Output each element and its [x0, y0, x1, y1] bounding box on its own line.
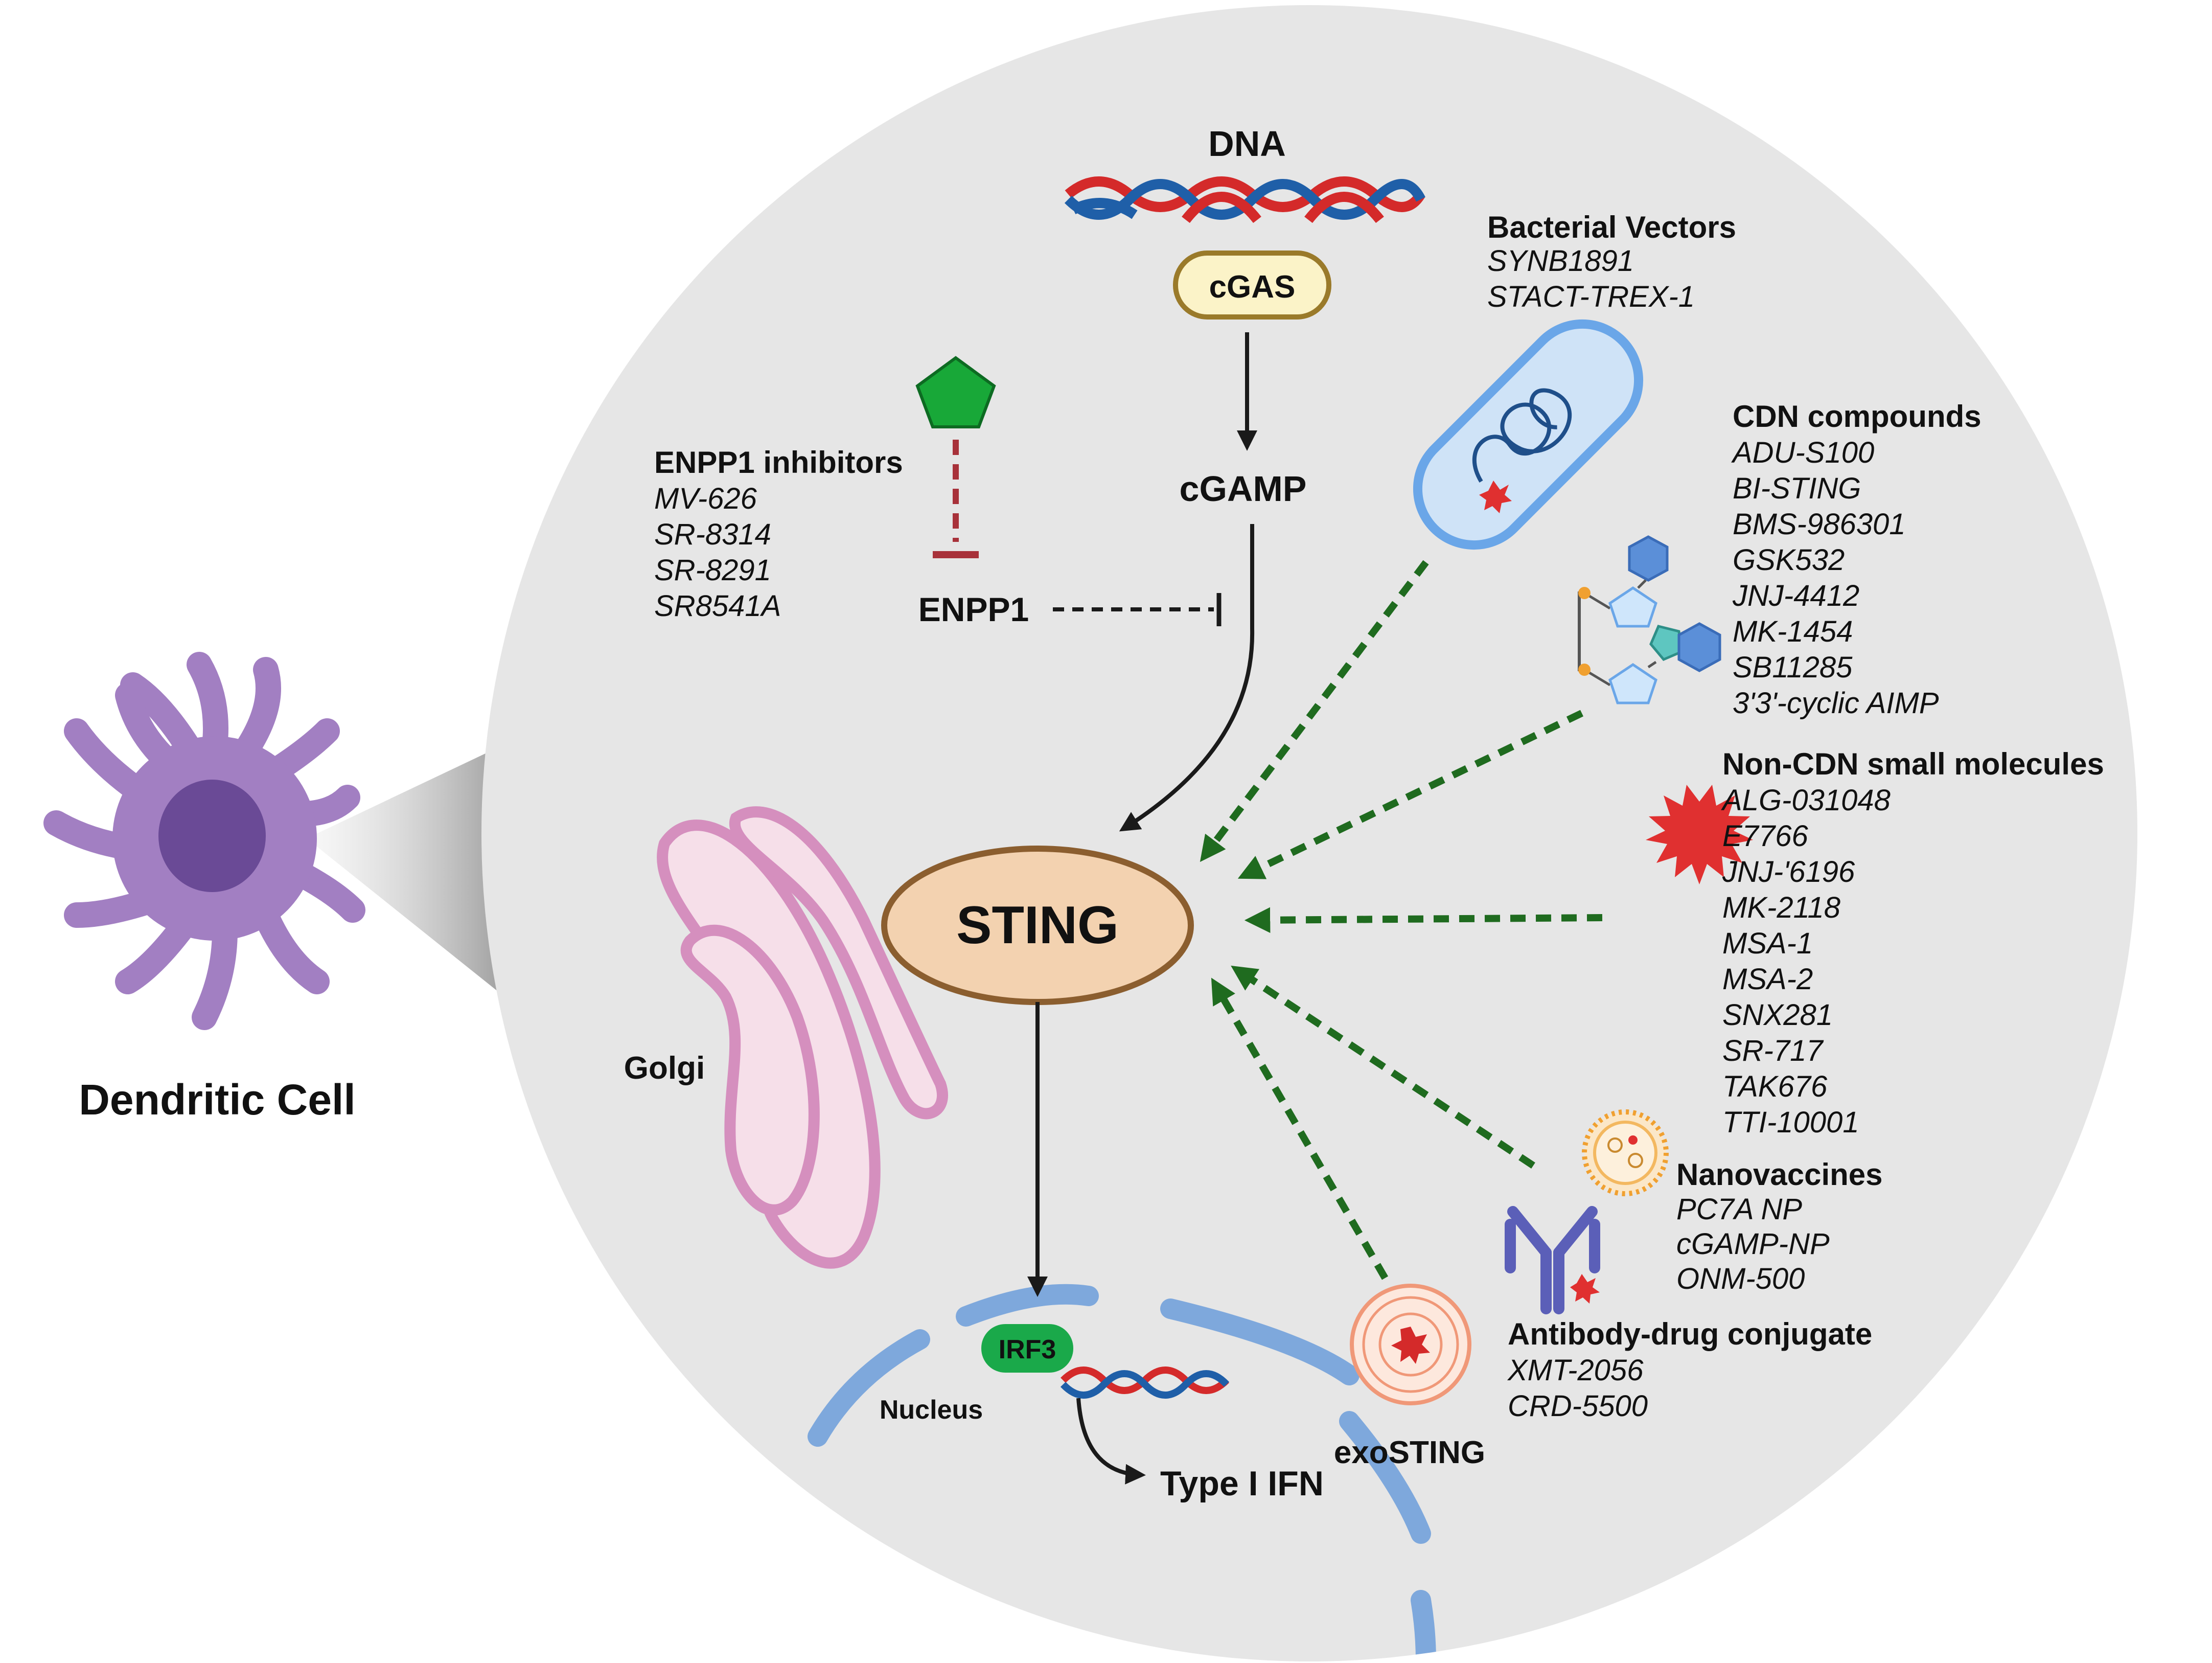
cdn-compounds-item: MK-1454 — [1733, 615, 1853, 648]
magnification-cone — [307, 741, 511, 1002]
adc-item: CRD-5500 — [1508, 1389, 1648, 1423]
type-i-ifn-label: Type I IFN — [1160, 1464, 1324, 1503]
dendritic-cell-icon — [43, 652, 365, 1030]
non-cdn-arrow — [1244, 907, 1603, 933]
nanovaccines-item: ONM-500 — [1676, 1262, 1805, 1295]
antibody-drug-conjugate-icon — [1505, 1206, 1600, 1314]
cgamp-label: cGAMP — [1180, 469, 1307, 509]
cdn-compounds-item: BI-STING — [1733, 472, 1861, 505]
exosting-label: exoSTING — [1334, 1435, 1485, 1470]
dna-helix-icon — [1064, 176, 1425, 223]
bacterium-icon — [1413, 319, 1644, 550]
nanovaccine-icon — [1582, 1109, 1669, 1196]
non-cdn-item: ALG-031048 — [1721, 784, 1891, 817]
cdn-compound-arrow — [1237, 710, 1584, 879]
non-cdn-item: TAK676 — [1722, 1070, 1828, 1103]
cdn-compounds-item: BMS-986301 — [1733, 508, 1906, 541]
irf3-box — [981, 1324, 1073, 1373]
nanovaccines-item: PC7A NP — [1676, 1193, 1802, 1226]
cell-interior-circle — [481, 5, 2137, 1661]
cgamp-to-sting-arrow — [1119, 524, 1255, 832]
non-cdn-item: SR-717 — [1722, 1034, 1824, 1067]
enpp1-inhibitors-group: ENPP1 inhibitors MV-626SR-8314SR-8291SR8… — [654, 445, 903, 623]
cdn-compounds-item: ADU-S100 — [1731, 436, 1874, 469]
nanovaccine-arrow — [1231, 965, 1535, 1169]
non-cdn-item: E7766 — [1722, 819, 1808, 853]
cdn-compounds-item: JNJ-4412 — [1732, 579, 1859, 612]
cdn-compounds-item: SB11285 — [1733, 651, 1853, 684]
nanovaccines-title: Nanovaccines — [1676, 1157, 1883, 1192]
adc-payload-icon — [1570, 1274, 1600, 1304]
nanovaccines-item: cGAMP-NP — [1676, 1227, 1830, 1261]
enpp1-inhibitors-item: SR8541A — [654, 589, 781, 623]
irf3-label: IRF3 — [999, 1335, 1056, 1364]
non-cdn-title: Non-CDN small molecules — [1722, 747, 2104, 781]
bacterial-vectors-item: STACT-TREX-1 — [1487, 280, 1695, 313]
non-cdn-item: TTI-10001 — [1722, 1106, 1859, 1139]
enpp1-inhibitors-item: SR-8314 — [654, 518, 771, 551]
bacterial-vectors-item: SYNB1891 — [1487, 244, 1634, 278]
cdn-compounds-item: GSK532 — [1733, 543, 1845, 577]
cgas-label: cGAS — [1209, 269, 1296, 305]
exosting-icon — [1350, 1284, 1471, 1405]
cgas-box — [1173, 250, 1331, 320]
sting-label: STING — [956, 896, 1119, 955]
non-cdn-item: SNX281 — [1722, 998, 1833, 1032]
dendritic-cell-label: Dendritic Cell — [79, 1076, 355, 1124]
bacterial-vectors-title: Bacterial Vectors — [1487, 210, 1736, 244]
enpp1-inhibitors-title: ENPP1 inhibitors — [654, 445, 903, 480]
nucleus-dna-icon — [1060, 1366, 1230, 1399]
non-cdn-item: MSA-1 — [1722, 927, 1813, 960]
dna-label: DNA — [1208, 124, 1286, 164]
non-cdn-item: JNJ-'6196 — [1722, 855, 1855, 889]
enpp1-inhibitors-item: SR-8291 — [654, 554, 771, 587]
bacterial-vector-arrow — [1200, 560, 1429, 862]
small-molecule-star-icon — [1646, 785, 1753, 884]
non-cdn-group: Non-CDN small molecules ALG-031048E7766J… — [1721, 747, 2104, 1139]
dna-to-ifn-arrow — [1076, 1398, 1146, 1485]
cdn-compounds-title: CDN compounds — [1733, 399, 1981, 434]
golgi-icon — [657, 806, 948, 1269]
nucleus-label: Nucleus — [880, 1395, 983, 1425]
exosting-arrow — [1211, 977, 1389, 1280]
non-cdn-item: MK-2118 — [1722, 891, 1840, 924]
enpp1-inhibitors-item: MV-626 — [654, 482, 757, 515]
enpp1-inhibitor-pentagon-icon — [915, 356, 996, 428]
golgi-label: Golgi — [624, 1051, 705, 1086]
adc-item: XMT-2056 — [1507, 1354, 1644, 1387]
adc-title: Antibody-drug conjugate — [1508, 1317, 1872, 1351]
non-cdn-item: MSA-2 — [1722, 963, 1813, 996]
cdn-compounds-group: CDN compounds ADU-S100BI-STINGBMS-986301… — [1731, 399, 1981, 720]
cdn-compound-icon — [1578, 535, 1721, 704]
enpp1-label: ENPP1 — [918, 590, 1029, 628]
agonist-arrows — [1200, 560, 1603, 1280]
cdn-compounds-item: 3'3'-cyclic AIMP — [1733, 687, 1939, 720]
